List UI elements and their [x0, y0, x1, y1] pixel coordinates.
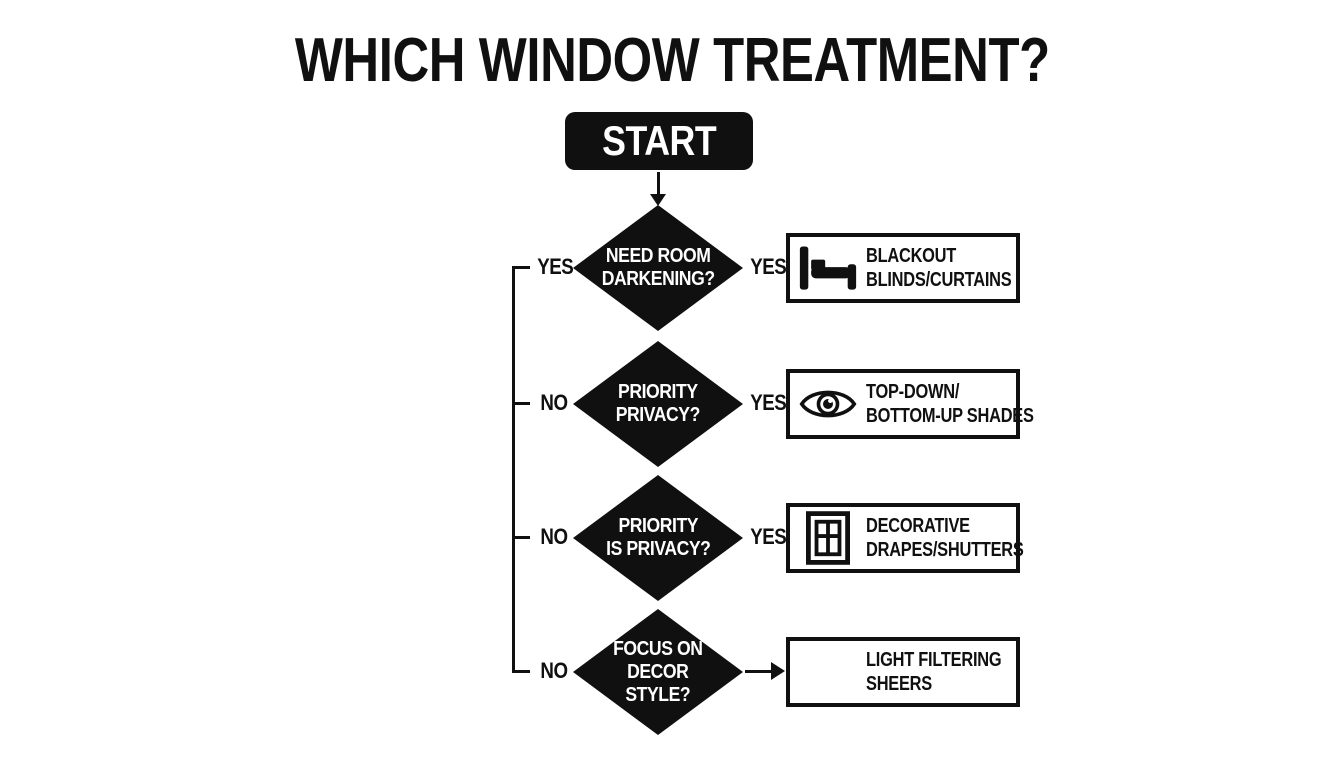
eye-icon — [790, 373, 866, 435]
decision-need-room-darkening: NEED ROOM DARKENING? — [573, 205, 743, 331]
connector-row4-right — [745, 670, 773, 673]
result-blackout-blinds: BLACKOUT BLINDS/CURTAINS — [786, 233, 1020, 303]
edge-label-left-4: NO — [540, 657, 568, 683]
start-node: START — [565, 112, 753, 170]
left-branch-tick-1 — [512, 266, 530, 269]
empty-icon-slot — [790, 641, 866, 703]
edge-label-right-3: YES — [750, 523, 787, 549]
edge-label-left-1: YES — [537, 253, 574, 279]
edge-label-right-1: YES — [750, 253, 787, 279]
start-label: START — [601, 117, 717, 164]
result-light-filtering-sheers: LIGHT FILTERING SHEERS — [786, 637, 1020, 707]
result-label: DECORATIVE DRAPES/SHUTTERS — [866, 515, 1024, 561]
left-branch-tick-3 — [512, 536, 530, 539]
left-branch-rail — [512, 267, 515, 673]
arrow-down-icon — [650, 194, 666, 206]
page-title: WHICH WINDOW TREATMENT? — [294, 26, 1050, 95]
connector-start-down — [657, 172, 660, 195]
decision-priority-privacy: PRIORITY PRIVACY? — [573, 341, 743, 467]
arrow-right-icon — [771, 662, 785, 680]
edge-label-left-3: NO — [540, 523, 568, 549]
decision-text: FOCUS ON DECOR STYLE? — [613, 637, 703, 706]
left-branch-tick-2 — [512, 402, 530, 405]
result-topdown-bottomup-shades: TOP-DOWN/ BOTTOM-UP SHADES — [786, 369, 1034, 439]
decision-text: PRIORITY IS PRIVACY? — [605, 515, 711, 560]
bed-icon — [790, 237, 866, 299]
result-decorative-drapes: DECORATIVE DRAPES/SHUTTERS — [786, 503, 1024, 573]
result-label: LIGHT FILTERING SHEERS — [866, 649, 1002, 695]
window-icon — [790, 507, 866, 569]
edge-label-left-2: NO — [540, 389, 568, 415]
decision-priority-is-privacy: PRIORITY IS PRIVACY? — [573, 475, 743, 601]
result-label: TOP-DOWN/ BOTTOM-UP SHADES — [866, 381, 1034, 427]
decision-text: NEED ROOM DARKENING? — [601, 245, 715, 290]
edge-label-right-2: YES — [750, 389, 787, 415]
left-branch-tick-4 — [512, 670, 530, 673]
result-label: BLACKOUT BLINDS/CURTAINS — [866, 245, 1012, 291]
decision-text: PRIORITY PRIVACY? — [615, 381, 701, 426]
decision-focus-on-decor-style: FOCUS ON DECOR STYLE? — [573, 609, 743, 735]
